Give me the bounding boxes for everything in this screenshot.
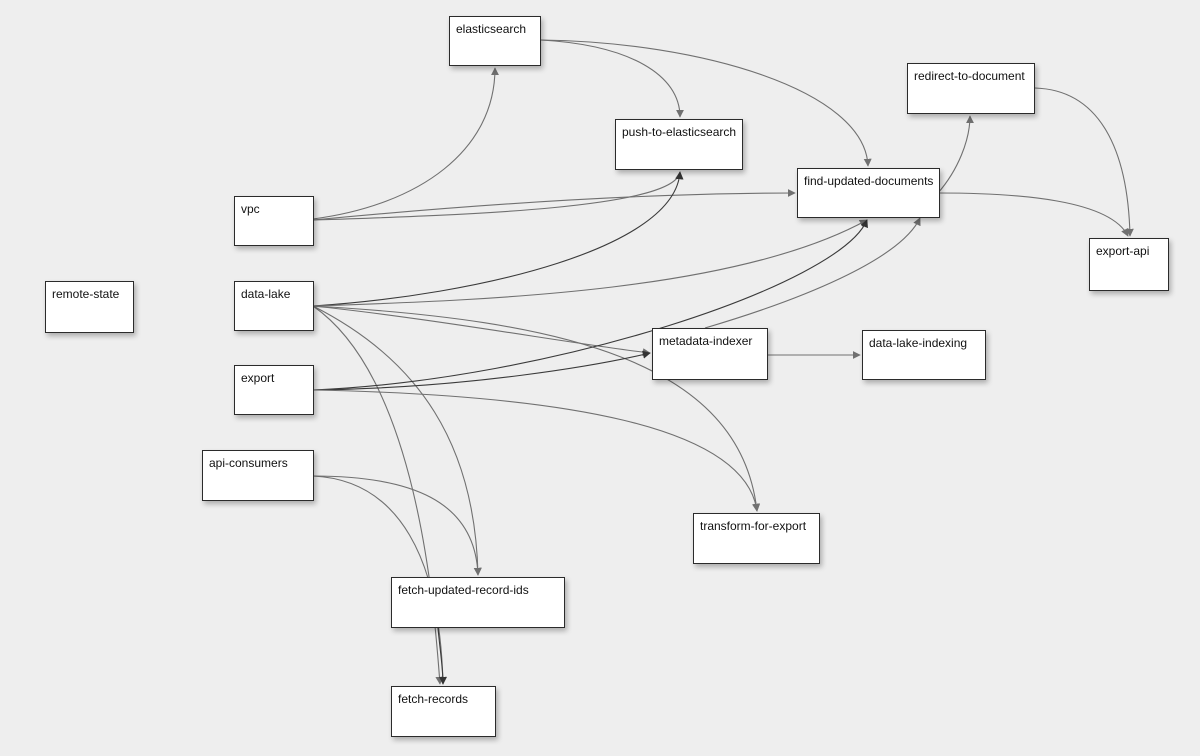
edge-elasticsearch-to-push-to-elasticsearch bbox=[540, 39, 684, 118]
node-label: data-lake-indexing bbox=[869, 336, 968, 350]
edge-elasticsearch-to-find-updated-documents bbox=[540, 39, 872, 167]
edge-export-to-find-updated-documents bbox=[312, 219, 868, 391]
node-metadata-indexer[interactable]: metadata-indexer bbox=[652, 328, 768, 380]
node-remote-state[interactable]: remote-state bbox=[45, 281, 134, 333]
edge-group bbox=[312, 39, 1134, 685]
edge-data-lake-to-metadata-indexer bbox=[312, 305, 651, 357]
edge-data-lake-to-transform-for-export bbox=[312, 305, 761, 512]
node-label: api-consumers bbox=[209, 456, 288, 470]
node-fetch-updated-record-ids[interactable]: fetch-updated-record-ids bbox=[391, 577, 565, 628]
node-label: metadata-indexer bbox=[659, 334, 753, 348]
node-vpc[interactable]: vpc bbox=[234, 196, 314, 246]
edge-redirect-to-document-to-export-api bbox=[1034, 87, 1134, 237]
node-label: find-updated-documents bbox=[804, 174, 934, 188]
node-export[interactable]: export bbox=[234, 365, 314, 415]
node-find-updated-documents[interactable]: find-updated-documents bbox=[797, 168, 940, 218]
node-label: transform-for-export bbox=[700, 519, 807, 533]
node-label: push-to-elasticsearch bbox=[622, 125, 737, 139]
edge-data-lake-to-fetch-records bbox=[312, 305, 444, 685]
node-transform-for-export[interactable]: transform-for-export bbox=[693, 513, 820, 564]
node-fetch-records[interactable]: fetch-records bbox=[391, 686, 496, 737]
node-label: redirect-to-document bbox=[914, 69, 1025, 83]
edge-vpc-to-push-to-elasticsearch bbox=[312, 171, 683, 221]
node-label: fetch-updated-record-ids bbox=[398, 583, 529, 597]
edge-data-lake-to-find-updated-documents bbox=[312, 219, 868, 307]
edge-export-to-transform-for-export bbox=[312, 389, 760, 512]
node-label: data-lake bbox=[241, 287, 291, 301]
edge-data-lake-to-push-to-elasticsearch bbox=[312, 171, 684, 307]
edge-vpc-to-find-updated-documents bbox=[312, 189, 796, 221]
edge-export-to-metadata-indexer bbox=[312, 350, 651, 391]
node-redirect-to-document[interactable]: redirect-to-document bbox=[907, 63, 1035, 114]
node-api-consumers[interactable]: api-consumers bbox=[202, 450, 314, 501]
node-data-lake[interactable]: data-lake bbox=[234, 281, 314, 331]
node-export-api[interactable]: export-api bbox=[1089, 238, 1169, 291]
node-label: remote-state bbox=[52, 287, 120, 301]
edge-metadata-indexer-to-find-updated-documents bbox=[704, 217, 921, 329]
edge-api-consumers-to-fetch-records bbox=[312, 475, 447, 685]
edge-fetch-updated-record-ids-to-fetch-records bbox=[437, 627, 447, 685]
edge-vpc-to-elasticsearch bbox=[312, 67, 499, 220]
node-label: vpc bbox=[241, 202, 260, 216]
edge-data-lake-to-fetch-updated-record-ids bbox=[312, 305, 482, 576]
node-push-to-elasticsearch[interactable]: push-to-elasticsearch bbox=[615, 119, 743, 170]
node-label: fetch-records bbox=[398, 692, 469, 706]
edge-find-updated-documents-to-export-api bbox=[937, 192, 1129, 237]
node-label: export-api bbox=[1096, 244, 1150, 258]
node-elasticsearch[interactable]: elasticsearch bbox=[449, 16, 541, 66]
node-label: export bbox=[241, 371, 275, 385]
edge-find-updated-documents-to-redirect-to-document bbox=[937, 115, 974, 194]
edge-api-consumers-to-fetch-updated-record-ids bbox=[312, 475, 482, 576]
node-label: elasticsearch bbox=[456, 22, 527, 36]
node-data-lake-indexing[interactable]: data-lake-indexing bbox=[862, 330, 986, 380]
